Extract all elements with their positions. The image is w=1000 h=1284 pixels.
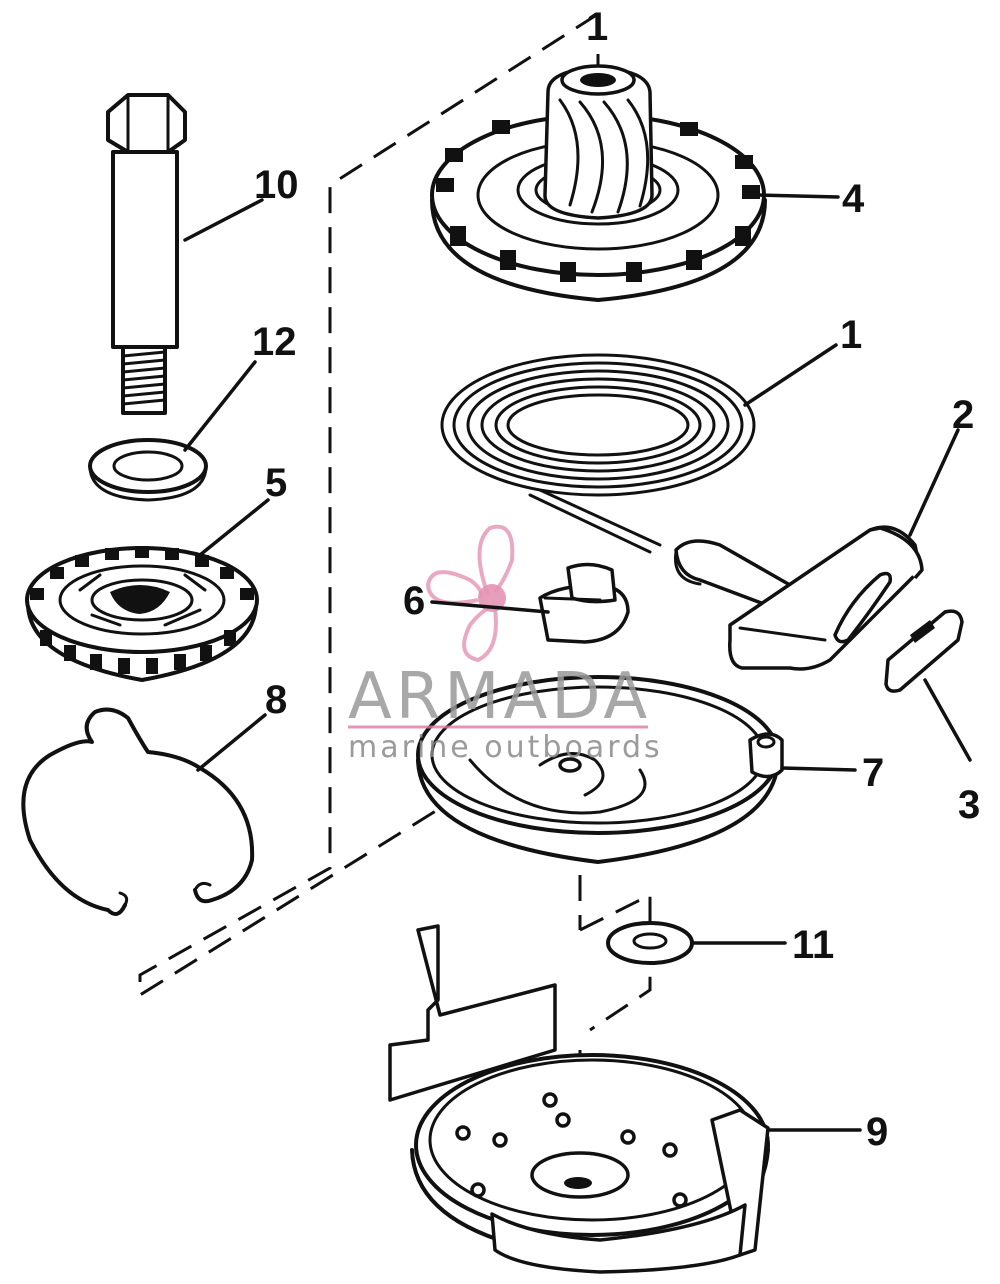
callout-9: 9 [866,1110,888,1154]
leader-5 [198,498,270,557]
callout-3: 3 [958,783,980,827]
watermark-brand: ARMADA [348,660,651,734]
watermark: ARMADA marine outboards [348,524,663,765]
callouts: 1 10 4 1 12 2 5 6 8 7 3 11 9 [252,5,980,1154]
callout-1: 1 [840,313,862,357]
callout-8: 8 [265,678,287,722]
callout-7: 7 [862,751,884,795]
callout-11: 11 [792,923,834,967]
propeller-icon [425,524,515,663]
part-11-washer [606,921,694,965]
leader-2 [908,428,960,537]
leader-4 [756,193,840,199]
leader-6 [430,600,550,614]
leader-3 [923,678,972,762]
leader-1 [743,343,838,407]
leader-lines [183,193,972,1132]
part-6-pawl [538,562,630,644]
callout-5: 5 [265,461,287,505]
leader-10 [183,198,264,242]
part-10-bolt [106,93,187,415]
part-8-spring-clip [21,707,255,916]
part-9-housing [388,924,770,1274]
part-1-rope-coil [440,353,756,554]
callout-2: 2 [952,393,974,437]
part-3-insert [884,609,964,693]
part-12-washer [88,438,208,502]
callout-4: 4 [842,177,865,221]
callout-10: 10 [254,163,299,207]
part-7-spring-cup [416,675,784,864]
watermark-tagline: marine outboards [348,730,663,765]
callout-6: 6 [403,579,425,623]
callout-12: 12 [252,320,297,364]
leader-7 [780,766,857,772]
leader-12 [183,360,257,452]
leader-8 [196,713,267,772]
part-5-gear [25,546,259,682]
part-2-handle [674,525,924,671]
part-4-pulley [430,64,767,302]
callout-1-top: 1 [586,5,608,49]
